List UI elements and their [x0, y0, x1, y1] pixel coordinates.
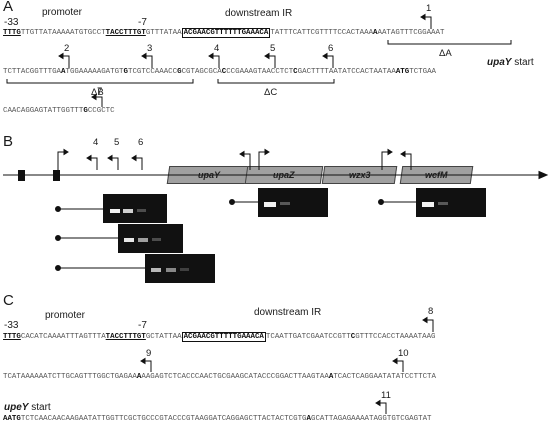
tss-arrow-9 [144, 360, 152, 372]
tss-arrow-11 [379, 402, 387, 414]
promoter-arrow-b1 [57, 151, 65, 170]
gel-bands [110, 202, 448, 272]
promoter-arrow-b2 [258, 151, 266, 170]
minus7-box: TACCTTTGT [105, 29, 146, 37]
ir-sequence-box-c: ACGAACGTTTTTGAAACA [181, 332, 266, 342]
delta-a-bracket [387, 40, 512, 45]
panel-c-minus33: -33 [4, 320, 19, 331]
tss-arrowhead-7 [91, 93, 97, 101]
panel-a-start-label: upaY start [487, 57, 534, 68]
tss-arrow-2 [62, 55, 70, 68]
tss-arrow-1 [424, 16, 432, 29]
promoter-arrow-b3 [381, 151, 389, 170]
site-9-label: 9 [146, 348, 152, 359]
site-8-label: 8 [428, 306, 434, 317]
panel-a-minus33: -33 [4, 17, 19, 28]
site-b5-label: 5 [114, 137, 120, 148]
site-6-label: 6 [328, 43, 334, 54]
site-3-label: 3 [147, 43, 153, 54]
delta-b-bracket [6, 79, 194, 84]
site-7-label: 7 [97, 86, 103, 97]
panel-c-start-label: upeY start [4, 402, 51, 413]
panel-a-seq-line1: TTTGTTGTTATAAAAATGTGCCTTACCTTTGTGTTTATAA… [3, 28, 445, 38]
tss-arrowhead-4 [208, 52, 214, 60]
minus33-box: TTTG [3, 29, 21, 37]
panel-a-label: A [3, 0, 14, 15]
tss-arrow-b5 [111, 157, 119, 170]
panel-c-seq-line2: TCATAAAAAATCTTGCAGTTTGGCTGAGAAAAAGAGTCTC… [3, 373, 436, 381]
tss-arrowhead-3 [141, 52, 147, 60]
panel-c-seq-line1: TTTGCACATCAAAATTTAGTTTATACCTTTGTGCTATTAA… [3, 332, 436, 342]
site-b4-label: 4 [93, 137, 99, 148]
site-4-label: 4 [214, 43, 220, 54]
tss-arrow-6 [326, 55, 334, 68]
site-10-label: 10 [398, 348, 409, 359]
delta-b-label: ΔB [91, 87, 104, 98]
tss-arrowhead-5 [264, 52, 270, 60]
site-b6-label: 6 [138, 137, 144, 148]
panel-a-seq-line3: CAACAGGAGTATTGGTTTGCCGCTC [3, 107, 115, 115]
delta-c-label: ΔC [264, 87, 278, 98]
tss-arrow-8 [426, 319, 434, 332]
tss-arrow-b7 [243, 153, 251, 170]
panel-c-minus7: -7 [138, 320, 147, 331]
panel-b-label: B [3, 133, 14, 150]
tss-arrow-b8 [404, 153, 412, 170]
site-2-label: 2 [64, 43, 70, 54]
panel-c-ir-label: downstream IR [254, 307, 322, 318]
gel-image-1 [103, 194, 167, 223]
panel-a-ir-label: downstream IR [225, 8, 293, 19]
tss-arrowhead-1 [420, 13, 426, 21]
tss-arrowhead-6 [322, 52, 328, 60]
tss-arrow-4 [212, 55, 220, 68]
site-1-label: 1 [426, 3, 432, 14]
tss-arrow-b6 [135, 157, 143, 170]
panel-a-minus7: -7 [138, 17, 147, 28]
tss-arrow-7 [95, 96, 103, 107]
tss-arrow-10 [396, 360, 404, 372]
panel-c-label: C [3, 292, 14, 309]
panel-a-seq-line2: TCTTACGGTTTGAATGGAAAAAGATGTGTCGTCCAAACCG… [3, 68, 437, 76]
site-5-label: 5 [270, 43, 276, 54]
tss-arrow-5 [268, 55, 276, 68]
panel-c-promoter-label: promoter [45, 310, 86, 321]
panel-c-seq-line3: AATGTCTCAACAACAAGAATATTGGTTCGCTGCCCGTACC… [3, 415, 432, 423]
ir-sequence-box: ACGAACGTTTTTTGAAACA [181, 28, 271, 38]
tss-arrow-3 [145, 55, 153, 68]
panel-a-promoter-label: promoter [42, 7, 83, 18]
delta-c-bracket [217, 79, 335, 84]
tss-arrow-b4 [90, 157, 98, 170]
delta-a-label: ΔA [439, 48, 452, 59]
tss-arrowhead-2 [58, 52, 64, 60]
site-11-label: 11 [381, 390, 391, 401]
operon-axis-arrowhead [538, 170, 549, 180]
